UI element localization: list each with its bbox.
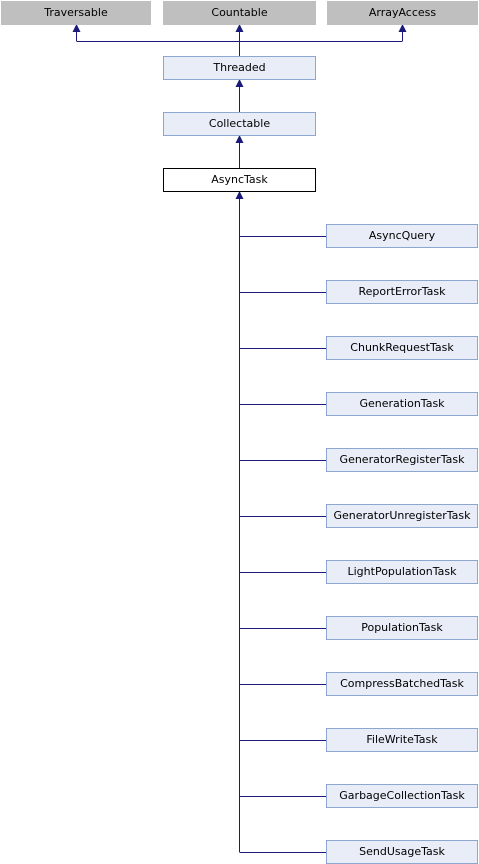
subclass-reporterrortask[interactable]: ReportErrorTask [326,280,478,304]
subclass-compressbatchedtask[interactable]: CompressBatchedTask [326,672,478,696]
subclass-populationtask[interactable]: PopulationTask [326,616,478,640]
subclass-chunkrequesttask[interactable]: ChunkRequestTask [326,336,478,360]
class-collectable[interactable]: Collectable [163,112,316,136]
subclass-garbagecollectiontask[interactable]: GarbageCollectionTask [326,784,478,808]
subclass-filewritetask[interactable]: FileWriteTask [326,728,478,752]
class-threaded[interactable]: Threaded [163,56,316,80]
subclass-asyncquery[interactable]: AsyncQuery [326,224,478,248]
subclass-generatorregistertask[interactable]: GeneratorRegisterTask [326,448,478,472]
interface-countable[interactable]: Countable [163,1,316,25]
subclass-lightpopulationtask[interactable]: LightPopulationTask [326,560,478,584]
class-asynctask[interactable]: AsyncTask [163,168,316,192]
subclass-generationtask[interactable]: GenerationTask [326,392,478,416]
subclass-generatorunregistertask[interactable]: GeneratorUnregisterTask [326,504,478,528]
subclass-sendusagetask[interactable]: SendUsageTask [326,840,478,864]
interface-traversable[interactable]: Traversable [1,1,151,25]
interface-arrayaccess[interactable]: ArrayAccess [327,1,478,25]
